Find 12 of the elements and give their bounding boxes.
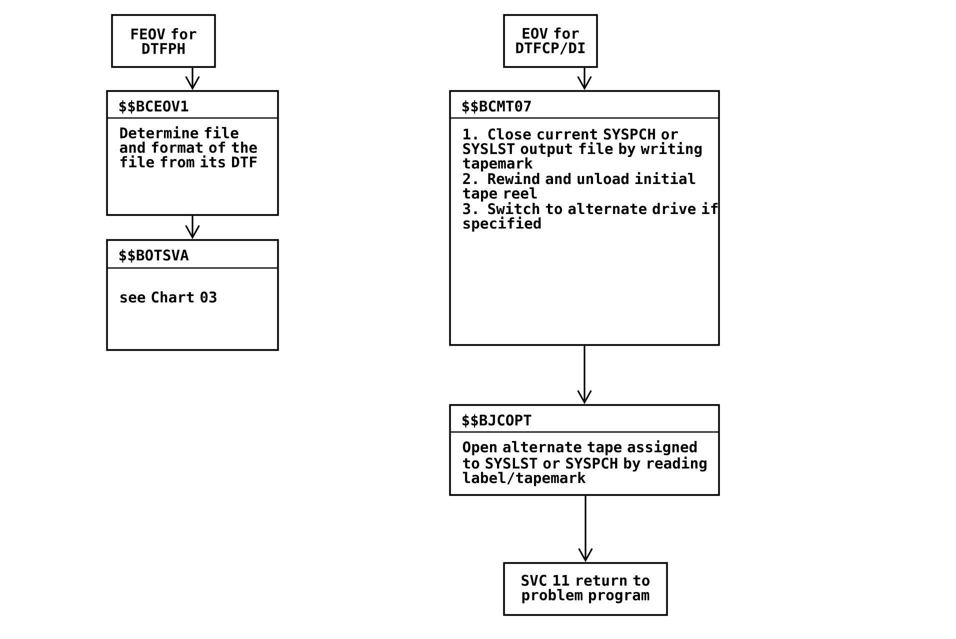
process-box: $$BCEOV1 Determine file and format of the file from its DTF [106, 90, 279, 216]
arrow [185, 216, 200, 240]
process-box: $$BJCOPT Open alternate tape assigned to SYSLST or SYSPCH by reading label/tapemark [449, 404, 720, 496]
arrow [578, 496, 593, 562]
arrow [577, 346, 592, 404]
process-box: SVC 11 return to problem program [503, 562, 668, 616]
arrow [577, 68, 592, 90]
process-box: EOV for DTFCP/DI [503, 14, 598, 68]
process-box: FEOV for DTFPH [111, 14, 216, 68]
arrow [185, 68, 200, 90]
process-box: $$BCMT07 1. Close current SYSPCH or SYSLST output file by writing tapemark 2. Rewind and unload initial tape reel 3. Switch to alternate drive if specified [449, 90, 720, 346]
process-box: $$BOTSVA see Chart 03 [106, 239, 279, 351]
